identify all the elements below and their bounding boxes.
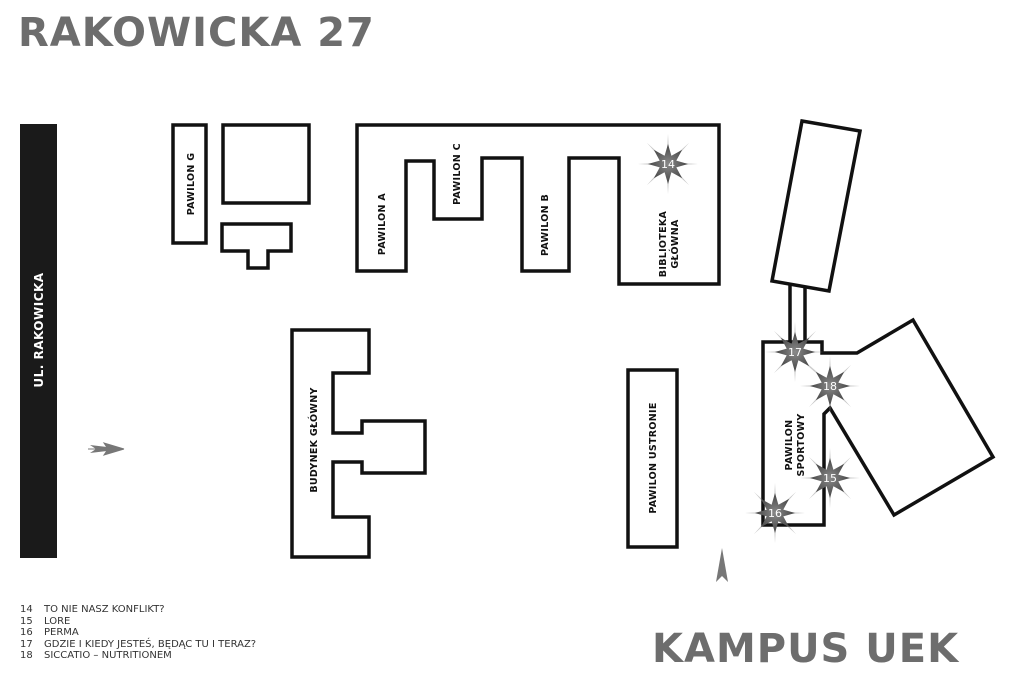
building-t-shape[interactable]	[220, 222, 293, 270]
marker-number: 14	[661, 158, 675, 171]
marker-number: 15	[823, 472, 837, 485]
legend-item: 18 SICCATIO – NUTRITIONEM	[20, 650, 256, 662]
marker-number: 16	[768, 507, 782, 520]
street-ul-rakowicka	[20, 124, 57, 558]
building-pawilon-sportowy[interactable]	[761, 317, 996, 527]
legend-text: TO NIE NASZ KONFLIKT?	[44, 604, 165, 615]
label-budynek-glowny: BUDYNEK GŁÓWNY	[308, 387, 320, 492]
marker-18[interactable]: 18	[800, 356, 860, 416]
street-label: UL. RAKOWICKA	[32, 272, 46, 387]
map-title: RAKOWICKA 27	[18, 10, 375, 56]
label-biblioteka-line1: BIBLIOTEKA	[658, 210, 669, 277]
label-pawilon-c: PAWILON C	[452, 143, 463, 205]
legend-number: 16	[20, 627, 33, 638]
label-pawilon-g: PAWILON G	[186, 153, 197, 216]
legend-number: 18	[20, 650, 33, 661]
campus-name: KAMPUS UEK	[652, 626, 960, 672]
marker-17[interactable]: 17	[765, 322, 825, 382]
legend-number: 14	[20, 604, 33, 615]
legend-number: 15	[20, 615, 33, 627]
legend-text: PERMA	[44, 627, 79, 638]
marker-number: 17	[788, 346, 802, 359]
markers-layer: 14 17 18 15 16	[638, 134, 860, 543]
marker-16[interactable]: 16	[745, 483, 805, 543]
building-square[interactable]	[221, 123, 311, 205]
legend-text: LORE	[44, 615, 71, 627]
legend-item: 16 PERMA	[20, 627, 256, 639]
marker-star-icon	[648, 144, 688, 184]
marker-star-icon	[775, 332, 815, 372]
label-pawilon-a: PAWILON A	[377, 193, 388, 255]
legend-text: GDZIE I KIEDY JESTEŚ, BĘDĄC TU I TERAZ?	[44, 638, 257, 650]
label-sportowy-line2: SPORTOWY	[796, 413, 807, 476]
building-pawilon-g[interactable]	[171, 123, 208, 245]
marker-star-icon	[810, 366, 850, 406]
marker-15[interactable]: 15	[800, 448, 860, 508]
marker-star-icon	[755, 493, 795, 533]
corridor-connector	[788, 284, 807, 342]
legend-item: 17 GDZIE I KIEDY JESTEŚ, BĘDĄC TU I TERA…	[20, 639, 256, 651]
label-sportowy-line1: PAWILON	[784, 420, 795, 471]
label-pawilon-ustronie: PAWILON USTRONIE	[648, 402, 659, 513]
label-biblioteka-line2: GŁÓWNA	[669, 219, 681, 269]
legend: 14 TO NIE NASZ KONFLIKT? 15 LORE 16 PERM…	[20, 604, 256, 662]
building-budynek-glowny[interactable]	[290, 328, 427, 559]
entrance-arrow-west	[88, 442, 125, 456]
legend-number: 17	[20, 638, 33, 650]
legend-item: 14 TO NIE NASZ KONFLIKT?	[20, 604, 256, 616]
legend-item: 15 LORE	[20, 616, 256, 628]
building-pawilony-abc-biblioteka[interactable]	[355, 123, 721, 286]
entrance-arrow-south	[716, 548, 728, 582]
marker-14[interactable]: 14	[638, 134, 698, 194]
building-tilted-north[interactable]	[769, 118, 863, 294]
legend-text: SICCATIO – NUTRITIONEM	[44, 650, 172, 661]
marker-number: 18	[823, 380, 837, 393]
building-pawilon-ustronie[interactable]	[626, 368, 679, 549]
label-pawilon-b: PAWILON B	[540, 194, 551, 256]
marker-star-icon	[810, 458, 850, 498]
